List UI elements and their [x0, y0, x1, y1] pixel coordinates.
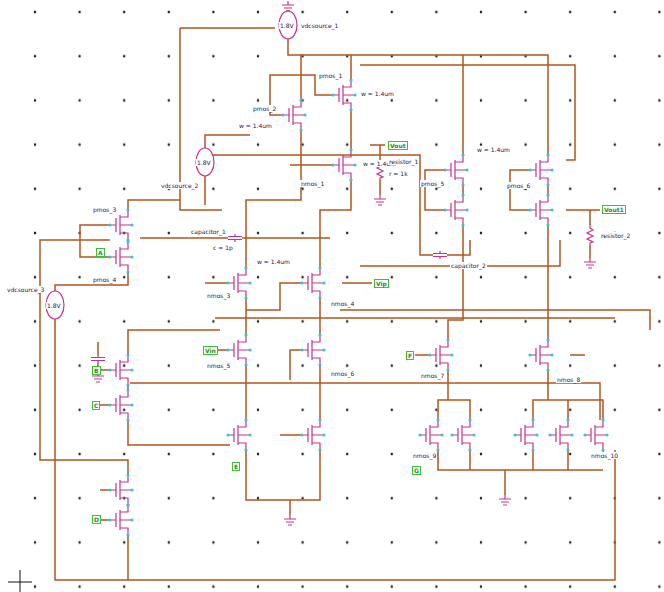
- pin-label: Vout1: [602, 205, 626, 214]
- device-label: 1.8V: [46, 302, 62, 309]
- device-label: pmos_6: [506, 182, 531, 189]
- device-label: 1.8V: [279, 22, 295, 29]
- device-label: w = 1.4um: [360, 90, 395, 97]
- device-label: pmos_4: [92, 276, 117, 283]
- passive-parts: [46, 1, 596, 525]
- device-label: vdcsource_1: [300, 22, 339, 29]
- device-label: resistor_2: [600, 232, 631, 239]
- device-label: 1.8V: [196, 159, 212, 166]
- device-label: vdcsource_2: [160, 182, 199, 189]
- device-label: vdcsource_3: [6, 286, 45, 293]
- device-label: w = 1.4um: [476, 146, 511, 153]
- device-label: pmos_1: [318, 72, 343, 79]
- pin-label: F: [406, 351, 414, 360]
- device-label: r = 1k: [388, 170, 409, 177]
- device-label: capacitor_2: [450, 262, 487, 269]
- wires: [40, 10, 650, 580]
- device-label: pmos_5: [420, 180, 445, 187]
- device-label: nmos_5: [206, 362, 231, 369]
- mos-transistors: [108, 78, 608, 536]
- device-label: nmos_4: [330, 300, 355, 307]
- pin-label: A: [96, 248, 105, 257]
- device-label: nmos_9: [412, 452, 437, 459]
- pin-label: C: [92, 401, 100, 410]
- device-label: pmos_3: [92, 206, 117, 213]
- pin-label: E: [232, 462, 240, 471]
- pin-label: G: [412, 466, 421, 475]
- pin-label: B: [92, 366, 101, 375]
- device-label: nmos_3: [206, 292, 231, 299]
- device-label: nmos_1: [300, 180, 325, 187]
- device-label: c = 1p: [212, 244, 234, 251]
- device-label: nmos_7: [420, 372, 445, 379]
- pin-label: Vip: [374, 279, 389, 288]
- device-label: capacitor_1: [190, 228, 227, 235]
- device-label: nmos_10: [590, 452, 619, 459]
- device-label: w = 1.4um: [256, 258, 291, 265]
- device-label: nmos_6: [330, 370, 355, 377]
- device-label: nmos_8: [556, 376, 581, 383]
- device-label: w = 1.4um: [238, 122, 273, 129]
- pin-label: D: [92, 515, 101, 524]
- device-label: resistor_1: [388, 158, 419, 165]
- origin-cross: [8, 570, 32, 592]
- pin-label: Vout: [388, 141, 408, 150]
- device-label: pmos_2: [252, 105, 277, 112]
- pin-label: Vin: [203, 346, 218, 355]
